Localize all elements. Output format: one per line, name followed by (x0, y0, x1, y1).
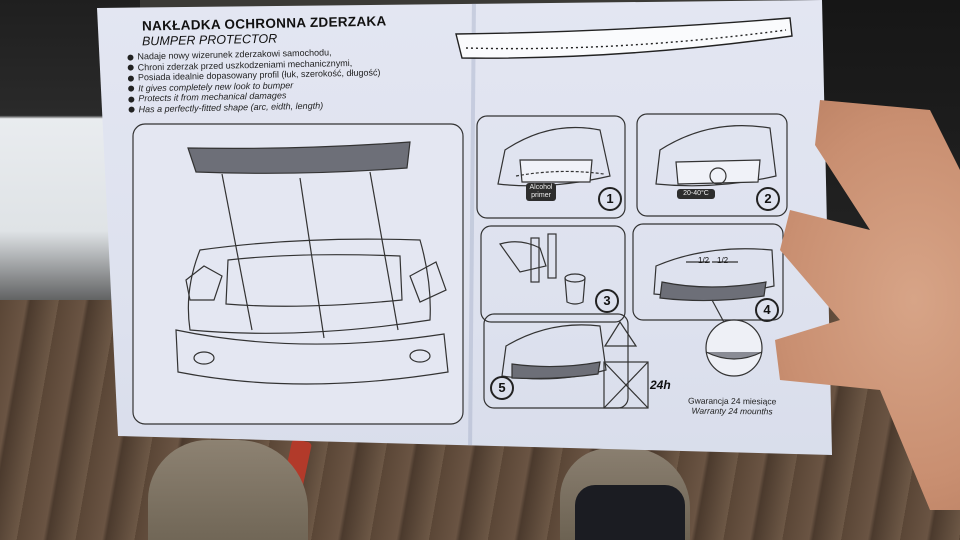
half-left-label: 1/2 (698, 256, 710, 265)
step-1-diagram (476, 115, 626, 219)
half-right-label: 1/2 (717, 256, 729, 265)
warranty-note: Gwarancja 24 miesiące Warranty 24 mounth… (688, 396, 776, 417)
trouser-leg (575, 485, 685, 540)
step-5-number: 5 (490, 376, 514, 400)
main-diagram (132, 123, 464, 425)
warranty-en: Warranty 24 mounths (691, 405, 773, 417)
temperature-tag: 20-40°C (677, 189, 715, 199)
step-4-diagram (632, 223, 784, 377)
step-2-diagram (636, 113, 788, 217)
step-2-number: 2 (756, 187, 780, 211)
step-3-number: 3 (595, 289, 619, 313)
alcohol-primer-tag: Alcohol primer (526, 183, 556, 201)
step-3-diagram (480, 225, 626, 323)
step-1-number: 1 (598, 187, 622, 211)
bumper-strip-top-right (455, 17, 793, 59)
step-5-diagram (483, 313, 649, 409)
left-shoe (148, 440, 308, 540)
cure-time-label: 24h (650, 378, 671, 392)
step-4-number: 4 (755, 298, 779, 322)
